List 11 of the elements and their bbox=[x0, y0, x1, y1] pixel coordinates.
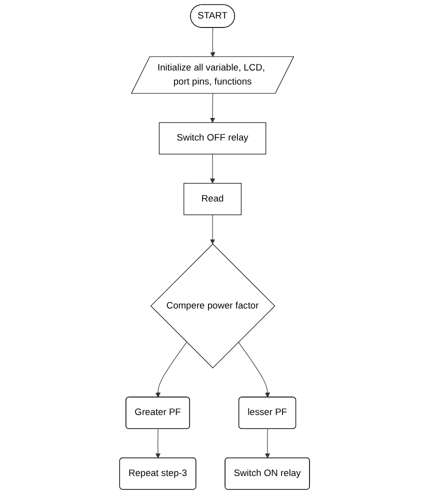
arrow bbox=[210, 27, 216, 58]
arrow bbox=[210, 154, 216, 184]
node-diamond: Compere power factor bbox=[150, 244, 276, 368]
arrow bbox=[156, 342, 188, 398]
node-box: Switch OFF relay bbox=[159, 122, 267, 154]
arrow bbox=[156, 428, 161, 458]
arrow bbox=[210, 214, 216, 244]
arrow bbox=[265, 428, 270, 458]
node-box: Read bbox=[184, 183, 242, 216]
arrow bbox=[210, 93, 216, 123]
arrow bbox=[238, 342, 270, 398]
